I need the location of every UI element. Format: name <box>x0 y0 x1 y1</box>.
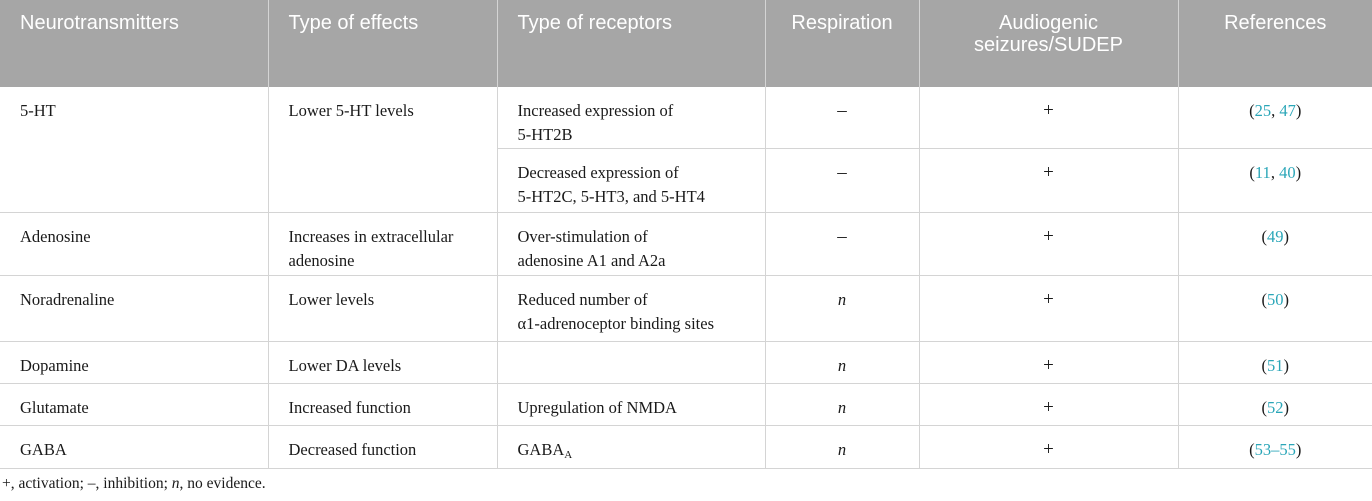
cell-effect: Lower 5-HT levels <box>267 87 498 213</box>
cell-receptor <box>496 341 766 384</box>
header-type-of-effects: Type of effects <box>267 0 498 87</box>
header-row: Neurotransmitters Type of effects Type o… <box>0 0 1372 87</box>
cell-audiogenic: + <box>918 275 1179 342</box>
cell-neurotransmitter: Noradrenaline <box>0 275 269 342</box>
reference-link[interactable]: 49 <box>1267 226 1284 246</box>
cell-respiration: – <box>764 148 920 213</box>
receptor-line: α1-adrenoceptor binding sites <box>517 313 715 333</box>
cell-respiration: n <box>764 341 920 384</box>
table-footnote: +, activation; –, inhibition; n, no evid… <box>2 475 266 493</box>
receptor-line: Decreased expression of <box>517 162 679 182</box>
cell-audiogenic: + <box>918 212 1179 276</box>
cell-receptor: Increased expression of 5-HT2B <box>496 87 766 149</box>
header-neurotransmitters: Neurotransmitters <box>0 0 269 87</box>
cell-neurotransmitter: Glutamate <box>0 383 269 426</box>
cell-receptor: GABAA <box>496 425 766 469</box>
receptor-line: Over-stimulation of <box>517 226 648 246</box>
cell-receptor: Upregulation of NMDA <box>496 383 766 426</box>
cell-respiration: n <box>764 383 920 426</box>
neurotransmitter-table: Neurotransmitters Type of effects Type o… <box>0 0 1372 469</box>
receptor-line: 5-HT2B <box>517 125 573 144</box>
cell-neurotransmitter: Dopamine <box>0 341 269 384</box>
footnote-n: n <box>171 475 180 492</box>
cell-neurotransmitter: Adenosine <box>0 212 269 276</box>
cell-receptor: Over-stimulation of adenosine A1 and A2a <box>496 212 766 276</box>
table-row: Decreased expression of 5-HT2C, 5-HT3, an… <box>0 148 1372 213</box>
cell-receptor: Reduced number of α1-adrenoceptor binding… <box>496 275 766 342</box>
reference-link[interactable]: 47 <box>1279 101 1296 120</box>
cell-effect: Lower levels <box>267 275 498 342</box>
cell-references: (50) <box>1177 275 1372 342</box>
cell-neurotransmitter: GABA <box>0 425 269 469</box>
cell-audiogenic: + <box>918 383 1179 426</box>
table-row: Noradrenaline Lower levels Reduced numbe… <box>0 275 1372 342</box>
footnote-part1: +, activation; –, inhibition; <box>2 475 172 492</box>
cell-receptor: Decreased expression of 5-HT2C, 5-HT3, an… <box>497 148 766 213</box>
cell-effect: Increases in extracellular adenosine <box>267 212 498 276</box>
header-references: References <box>1177 0 1372 87</box>
cell-references: (52) <box>1177 383 1372 426</box>
cell-effect: Decreased function <box>267 425 498 469</box>
cell-respiration: – <box>764 87 920 149</box>
receptor-line: 5-HT2C, 5-HT3, and 5-HT4 <box>517 186 705 206</box>
cell-respiration: n <box>764 275 920 342</box>
reference-link[interactable]: 40 <box>1279 162 1296 182</box>
cell-audiogenic: + <box>918 425 1179 469</box>
reference-link[interactable]: 51 <box>1267 355 1284 375</box>
receptor-line: adenosine A1 and A2a <box>517 250 666 270</box>
table-row: Glutamate Increased function Upregulatio… <box>0 383 1372 426</box>
header-audiogenic-line2: seizures/SUDEP <box>974 34 1123 56</box>
reference-link[interactable]: 11 <box>1254 162 1271 182</box>
cell-references: (49) <box>1177 212 1372 276</box>
receptor-line: Increased expression of <box>517 101 674 120</box>
effect-line: Increases in extracellular <box>288 226 454 246</box>
reference-link[interactable]: 52 <box>1267 397 1284 417</box>
cell-audiogenic: + <box>918 341 1179 384</box>
cell-references: (51) <box>1177 341 1372 384</box>
cell-respiration: – <box>764 212 920 276</box>
cell-effect: Increased function <box>267 383 498 426</box>
reference-link[interactable]: 50 <box>1267 289 1284 309</box>
cell-references: (25, 47) <box>1177 87 1372 149</box>
table-row: Adenosine Increases in extracellular aden… <box>0 212 1372 276</box>
reference-link[interactable]: 53–55 <box>1254 439 1296 459</box>
cell-effect: Lower DA levels <box>267 341 498 384</box>
table-row: GABA Decreased function GABAA n + (53–55… <box>0 425 1372 469</box>
cell-references: (11, 40) <box>1177 148 1372 213</box>
cell-audiogenic: + <box>918 87 1179 149</box>
footnote-part2: , no evidence. <box>179 475 266 492</box>
cell-references: (53–55) <box>1177 425 1372 469</box>
receptor-line: Reduced number of <box>517 289 648 309</box>
header-audiogenic-line1: Audiogenic <box>999 12 1098 34</box>
table-row: 5-HT Lower 5-HT levels Increased express… <box>0 87 1372 213</box>
cell-audiogenic: + <box>918 148 1179 213</box>
reference-link[interactable]: 25 <box>1254 101 1272 120</box>
effect-line: adenosine <box>288 250 355 270</box>
header-respiration: Respiration <box>764 0 920 87</box>
cell-respiration: n <box>764 425 920 469</box>
receptor-subscript: A <box>564 448 573 461</box>
table-row: Dopamine Lower DA levels n + (51) <box>0 341 1372 384</box>
header-type-of-receptors: Type of receptors <box>496 0 766 87</box>
cell-neurotransmitter: 5-HT <box>0 87 269 213</box>
receptor-base: GABA <box>517 439 565 459</box>
